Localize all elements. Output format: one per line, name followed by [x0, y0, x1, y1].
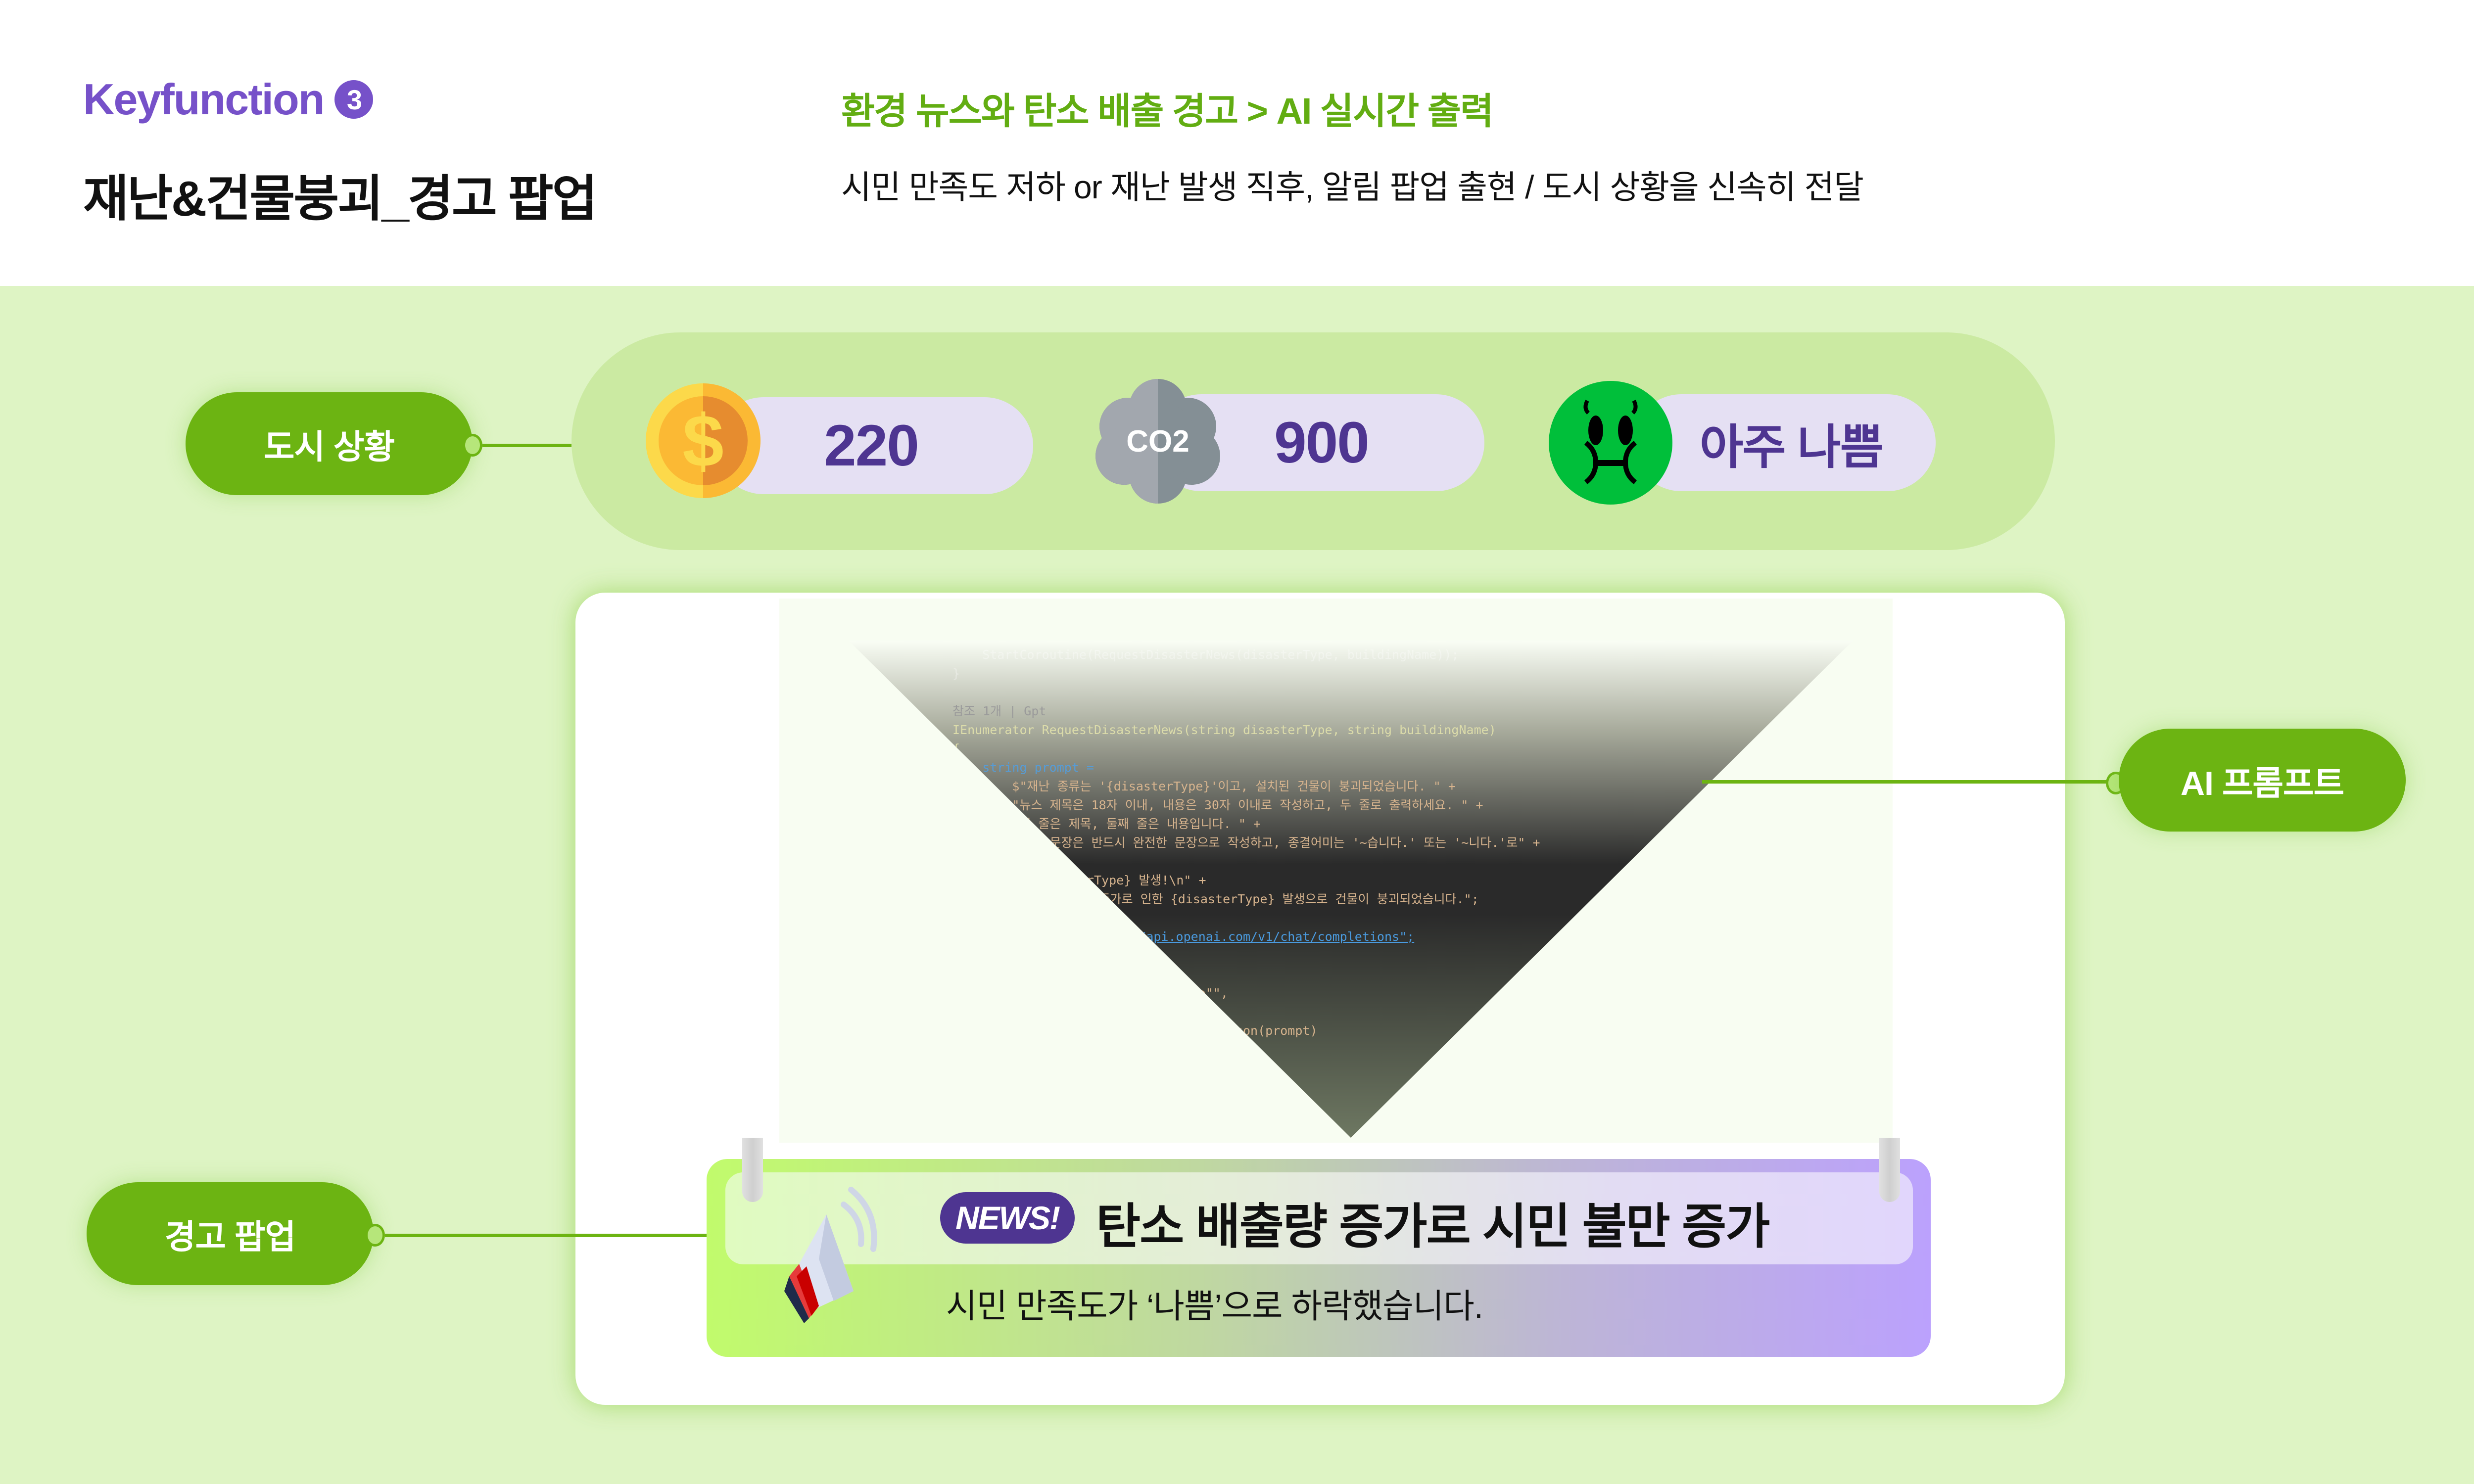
co2-value: 900 [1274, 410, 1370, 475]
connector-line [1702, 780, 2123, 784]
dollar-sign-icon: $ [659, 396, 748, 485]
news-popup-title-strip [725, 1172, 1913, 1264]
banner-hook-left [742, 1138, 763, 1202]
keyfunction-number-badge: 3 [334, 80, 374, 119]
section-subheading: 환경 뉴스와 탄소 배출 경고 > AI 실시간 출력 [841, 91, 1494, 132]
page-title: 재난&건물붕괴_경고 팝업 [83, 171, 598, 227]
connector-line [385, 1234, 707, 1237]
co2-label: CO2 [1126, 424, 1189, 459]
header: Keyfunction 3 재난&건물붕괴_경고 팝업 환경 뉴스와 탄소 배출… [0, 0, 2474, 286]
money-stat: 220 [715, 397, 1033, 494]
connector-node [463, 434, 482, 457]
news-badge: NEWS! [940, 1192, 1075, 1244]
sick-face-icon [1549, 381, 1672, 505]
money-value: 220 [824, 413, 919, 478]
news-title: 탄소 배출량 증가로 시민 불만 증가 [1096, 1199, 1770, 1253]
warning-popup-callout: 경고 팝업 [87, 1182, 374, 1285]
dollar-coin-icon: $ [646, 383, 761, 498]
satisfaction-stat: 아주 나쁨 [1633, 394, 1936, 491]
news-body: 시민 만족도가 ‘나쁨’으로 하락했습니다. [946, 1288, 1483, 1325]
satisfaction-value: 아주 나쁨 [1700, 420, 1884, 474]
keyfunction-text: Keyfunction [83, 75, 325, 124]
megaphone-icon [769, 1185, 888, 1323]
ai-prompt-callout: AI 프롬프트 [2119, 729, 2406, 832]
connector-node [365, 1224, 385, 1247]
city-status-callout: 도시 상황 [186, 392, 473, 495]
connector-line [482, 444, 571, 447]
section-description: 시민 만족도 저하 or 재난 발생 직후, 알림 팝업 출현 / 도시 상황을… [841, 169, 1864, 205]
banner-hook-right [1879, 1138, 1900, 1202]
keyfunction-label: Keyfunction 3 [83, 74, 374, 125]
co2-cloud-icon: CO2 [1094, 377, 1222, 506]
